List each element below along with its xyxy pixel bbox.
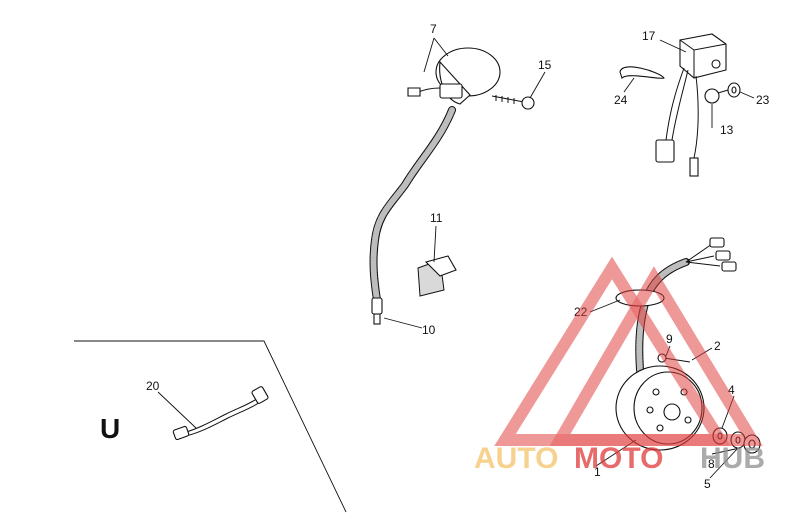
callout-11: 11 [430,211,443,225]
watermark-text-moto: MOTO [574,442,663,475]
callout-7: 7 [430,22,437,36]
cdi-mount-hole [711,59,721,69]
callout-5: 5 [704,477,711,491]
callout-2: 2 [714,339,721,353]
callout-17: 17 [642,29,656,43]
pickup-terminal [439,83,463,99]
watermark-text-auto: AUTO [474,442,558,475]
cdi-bolt-head [704,88,720,104]
callout-4: 4 [728,383,735,397]
cdi-assembly [619,33,741,177]
stator-connector-c [721,261,737,272]
variant-u-box: U [74,340,347,513]
watermark-logo: AUTO MOTO HUB [474,256,765,475]
pickup-assembly [369,47,535,325]
callout-15: 15 [538,58,552,72]
cap-top [424,255,457,277]
screw-head [521,96,535,110]
variant-label: U [100,413,120,444]
callout-23: 23 [756,93,770,107]
callout-10: 10 [422,323,436,337]
cap-assembly [417,255,457,297]
sensor-connector-tip [373,313,381,325]
callout-1: 1 [594,465,601,479]
stator-connector-b [715,250,731,261]
pickup-tab [407,87,421,97]
watermark-text-hub: HUB [700,442,765,475]
callout-9: 9 [666,332,673,346]
callout-20: 20 [146,379,160,393]
cdi-ground-terminal [689,157,699,177]
stator-connector-a [709,237,725,248]
wire-terminal-end [172,425,190,441]
retaining-clip [619,66,665,80]
callout-13: 13 [720,123,734,137]
wire-connector-end [251,386,269,404]
sensor-connector [371,297,383,315]
cdi-box [679,33,727,79]
stator-hub [663,403,681,421]
cdi-connector [655,139,675,163]
watermark-triangle-inner [549,266,763,446]
callout-8: 8 [708,457,715,471]
callout-24: 24 [614,93,628,107]
